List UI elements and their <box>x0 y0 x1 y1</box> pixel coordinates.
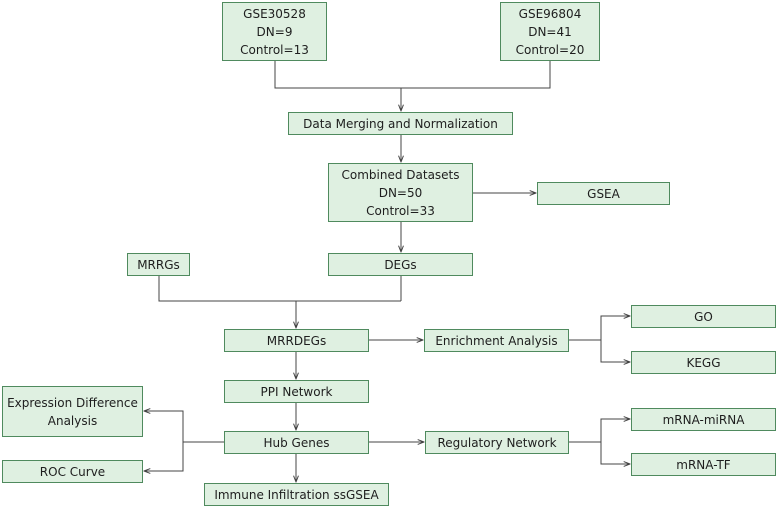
node-mrrdegs: MRRDEGs <box>224 329 369 352</box>
node-mrrgs-label: MRRGs <box>137 257 180 272</box>
node-gse96804-line-1: GSE96804 <box>518 6 582 21</box>
node-gse96804-line-2: DN=41 <box>528 24 572 39</box>
wire-gse96804-merge <box>401 61 551 89</box>
node-enrichment-analysis: Enrichment Analysis <box>424 329 569 352</box>
node-gsea-label: GSEA <box>587 186 620 201</box>
wire-gse30528-merge <box>274 61 401 89</box>
node-kegg-label: KEGG <box>686 355 721 370</box>
node-go: GO <box>631 305 776 328</box>
arrow-to-tf <box>600 442 630 464</box>
node-immune-infiltration: Immune Infiltration ssGSEA <box>204 483 389 506</box>
node-enrichment-label: Enrichment Analysis <box>435 333 558 348</box>
arrow-to-go <box>600 316 630 340</box>
node-mrrgs: MRRGs <box>127 253 190 276</box>
node-combined-datasets: Combined Datasets DN=50 Control=33 <box>328 163 473 222</box>
arrow-to-mirna <box>600 419 630 442</box>
node-regulatory-label: Regulatory Network <box>437 435 557 450</box>
node-roc-label: ROC Curve <box>39 464 106 479</box>
node-combined-line-2: DN=50 <box>378 185 423 200</box>
node-degs: DEGs <box>328 253 473 276</box>
node-mrna-mirna: mRNA-miRNA <box>631 408 776 431</box>
node-ppi-network: PPI Network <box>224 380 369 403</box>
node-gse30528-line-1: GSE30528 <box>243 6 306 21</box>
node-immune-label: Immune Infiltration ssGSEA <box>214 487 379 502</box>
node-gse96804: GSE96804 DN=41 Control=20 <box>500 2 600 61</box>
node-hub-genes: Hub Genes <box>224 431 369 454</box>
node-mirna-label: mRNA-miRNA <box>662 412 745 427</box>
node-gse96804-line-3: Control=20 <box>515 42 585 57</box>
wire-mrrgs-join <box>158 276 401 302</box>
node-gse30528-line-3: Control=13 <box>240 42 309 57</box>
node-expression-line-2: Analysis <box>47 413 98 428</box>
node-gse30528: GSE30528 DN=9 Control=13 <box>222 2 327 61</box>
node-hub-label: Hub Genes <box>263 435 330 450</box>
node-gse30528-line-2: DN=9 <box>256 24 293 39</box>
node-degs-label: DEGs <box>384 257 417 272</box>
node-expression-line-1: Expression Difference <box>7 395 138 410</box>
arrow-to-kegg <box>600 340 630 362</box>
node-tf-label: mRNA-TF <box>676 457 731 472</box>
arrow-to-expression <box>144 411 184 442</box>
node-combined-line-3: Control=33 <box>366 203 435 218</box>
node-mrrdegs-label: MRRDEGs <box>266 333 327 348</box>
node-ppi-label: PPI Network <box>260 384 333 399</box>
node-regulatory-network: Regulatory Network <box>425 431 569 454</box>
node-roc-curve: ROC Curve <box>2 460 143 483</box>
node-expression-difference: Expression Difference Analysis <box>2 386 143 437</box>
node-data-merging: Data Merging and Normalization <box>288 112 513 135</box>
node-kegg: KEGG <box>631 351 776 374</box>
node-combined-line-1: Combined Datasets <box>341 167 460 182</box>
node-gsea: GSEA <box>537 182 670 205</box>
node-data-merging-label: Data Merging and Normalization <box>303 116 498 131</box>
node-mrna-tf: mRNA-TF <box>631 453 776 476</box>
node-go-label: GO <box>694 309 713 324</box>
arrow-to-roc <box>144 442 184 471</box>
